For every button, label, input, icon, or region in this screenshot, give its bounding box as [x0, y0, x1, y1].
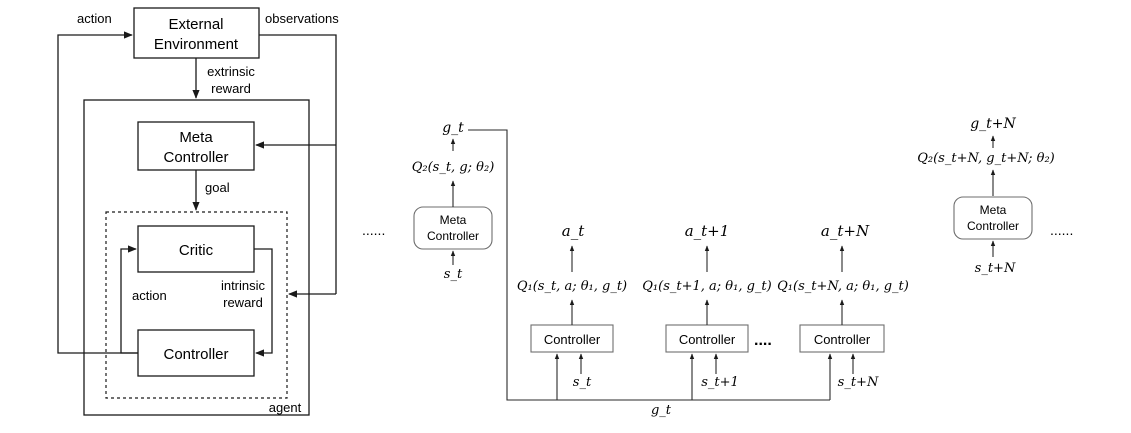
meta-controller-t-label-1: Meta — [440, 213, 467, 227]
g-tN-top-label: g_t+N — [970, 116, 1016, 132]
controller-t1-label: Controller — [679, 332, 736, 347]
meta-controller-label-2: Controller — [163, 149, 228, 166]
critic-box — [137, 225, 255, 273]
low-level-dashed-box — [105, 211, 288, 399]
q1-t1-label: Q₁(s_t+1, a; θ₁, g_t) — [642, 279, 771, 294]
extrinsic-reward-label-2: reward — [211, 81, 251, 96]
controller-t-label: Controller — [544, 332, 601, 347]
g-t-top-label: g_t — [442, 120, 464, 136]
meta-controller-tN-label-2: Controller — [967, 219, 1019, 233]
q1-t-label: Q₁(s_t, a; θ₁, g_t) — [517, 279, 627, 294]
meta-controller-t-label-2: Controller — [427, 229, 479, 243]
a-tN-label: a_t+N — [821, 222, 870, 240]
meta-controller-tN-label-1: Meta — [980, 203, 1007, 217]
goal-label: goal — [205, 180, 230, 195]
s-t-meta-label: s_t — [444, 267, 463, 282]
action-inner-label: action — [132, 288, 167, 303]
external-environment-box — [133, 7, 260, 59]
intrinsic-reward-label-2: reward — [223, 295, 263, 310]
meta-controller-tN-box — [953, 196, 1033, 240]
agent-environment-diagram: External Environment agent Meta Controll… — [57, 7, 339, 416]
s-t-label: s_t — [573, 375, 592, 390]
meta-controller-box — [137, 121, 255, 171]
controller-t1-box — [665, 324, 749, 353]
controller-box — [137, 329, 255, 377]
controller-tN-label: Controller — [814, 332, 871, 347]
critic-label: Critic — [179, 242, 214, 259]
a-t-label: a_t — [562, 222, 585, 240]
extrinsic-reward-label-1: extrinsic — [207, 64, 255, 79]
action-top-label: action — [77, 11, 112, 26]
a-t1-label: a_t+1 — [685, 222, 730, 240]
meta-controller-label-1: Meta — [179, 129, 213, 146]
intrinsic-reward-arrow — [254, 248, 273, 357]
q2-tN-label: Q₂(s_t+N, g_t+N; θ₂) — [917, 151, 1055, 166]
external-environment-label-1: External — [168, 16, 223, 33]
action-arrow — [57, 31, 138, 354]
intrinsic-reward-label-1: intrinsic — [221, 278, 266, 293]
g-t-bottom-label: g_t — [651, 403, 672, 418]
dots-right: ...... — [1050, 222, 1073, 238]
q1-tN-label: Q₁(s_t+N, a; θ₁, g_t) — [777, 279, 909, 294]
action-to-critic-arrow — [120, 245, 138, 354]
observations-label: observations — [265, 11, 339, 26]
goal-routing-line — [468, 129, 830, 401]
controller-label: Controller — [163, 346, 228, 363]
dots-left: ...... — [362, 222, 385, 238]
dots-mid: .... — [754, 332, 772, 349]
external-environment-label-2: Environment — [154, 36, 239, 53]
q2-t-label: Q₂(s_t, g; θ₂) — [412, 160, 495, 175]
temporal-unrolled-diagram: ...... Meta Controller s_t Q₂(s_t, g; θ₂… — [362, 116, 1073, 418]
s-tN-meta-label: s_t+N — [975, 261, 1016, 276]
s-tN-label: s_t+N — [838, 375, 879, 390]
agent-label: agent — [269, 400, 302, 415]
s-t1-label: s_t+1 — [701, 375, 739, 390]
controller-t-box — [530, 324, 614, 353]
controller-tN-box — [799, 324, 885, 353]
observations-line — [259, 34, 337, 294]
